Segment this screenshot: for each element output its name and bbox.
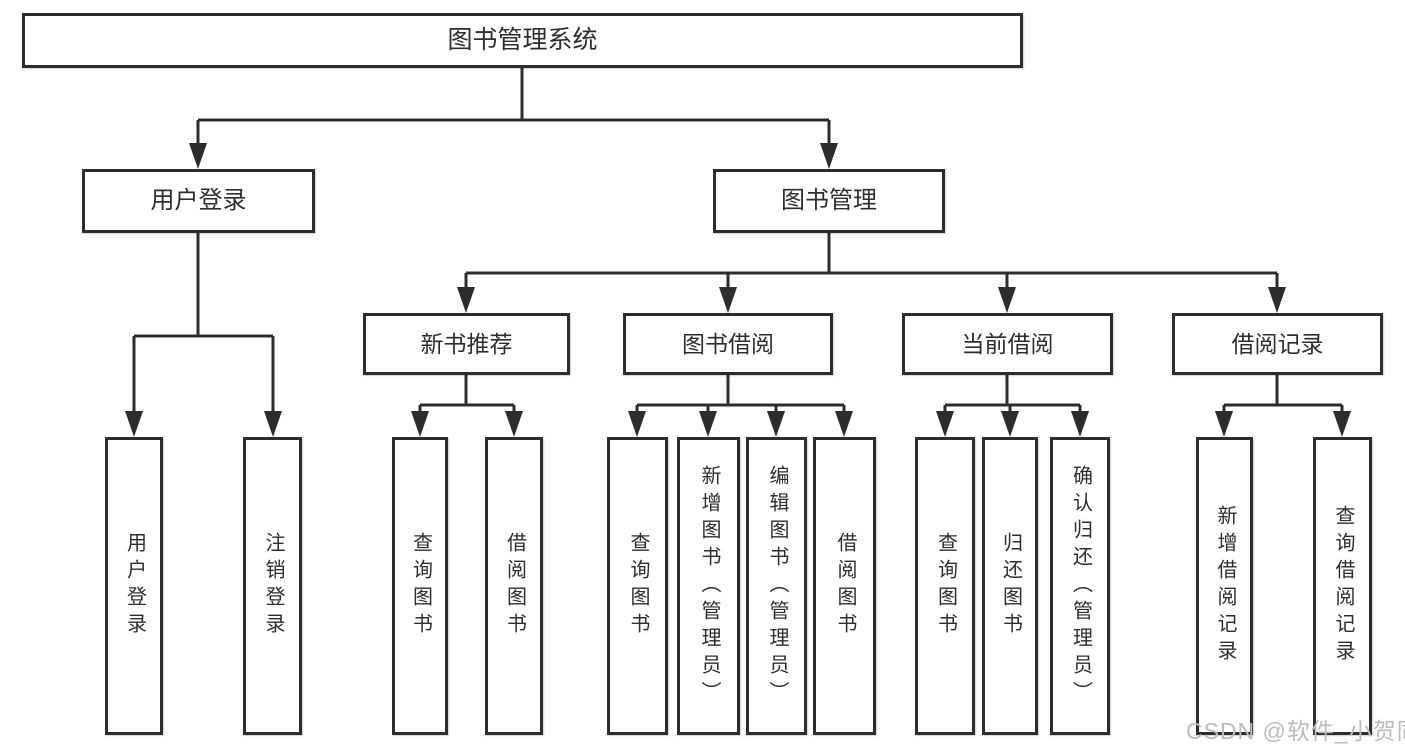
connector-book-borrow-branch [635, 375, 846, 418]
connector-user-login-branch [132, 233, 275, 418]
connector-root [196, 68, 831, 150]
leaf-borrow-books-1: 借阅图书 [485, 437, 543, 735]
node-library-management-system: 图书管理系统 [22, 13, 1023, 68]
csdn-watermark: CSDN @软件_小贺同学 [1186, 718, 1405, 744]
node-borrowing-records: 借阅记录 [1172, 313, 1383, 375]
leaf-add-books-admin: 新增图书（管理员） [677, 437, 740, 735]
leaf-add-borrow-record: 新增借阅记录 [1196, 437, 1253, 735]
leaf-query-borrow-record: 查询借阅记录 [1313, 437, 1372, 735]
node-book-borrowing: 图书借阅 [623, 313, 833, 375]
leaf-query-books-2: 查询图书 [607, 437, 668, 735]
node-book-management: 图书管理 [713, 169, 945, 233]
connector-new-book-branch [418, 375, 516, 418]
connector-borrow-records-branch [1222, 375, 1344, 418]
leaf-borrow-books-2: 借阅图书 [813, 437, 876, 735]
node-user-login: 用户登录 [82, 169, 315, 233]
leaf-user-login: 用户登录 [105, 437, 163, 735]
leaf-edit-books-admin: 编辑图书（管理员） [746, 437, 807, 735]
connector-book-management-branch [464, 233, 1279, 294]
leaf-confirm-return-admin: 确认归还（管理员） [1050, 437, 1110, 735]
node-new-book-recommendation: 新书推荐 [363, 313, 570, 375]
leaf-query-books-1: 查询图书 [392, 437, 448, 735]
node-current-borrowing: 当前借阅 [902, 313, 1113, 375]
leaf-logout: 注销登录 [243, 437, 302, 735]
leaf-return-books: 归还图书 [982, 437, 1038, 735]
leaf-query-books-3: 查询图书 [915, 437, 975, 735]
